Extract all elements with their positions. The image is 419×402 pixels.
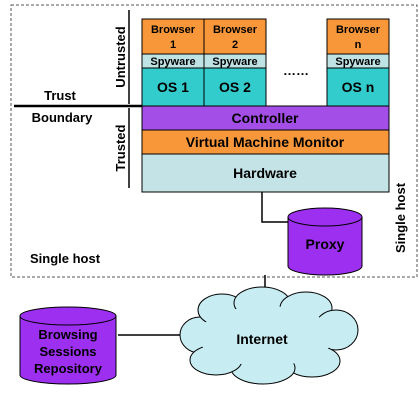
vmm-layer <box>141 129 390 155</box>
spyware-1-label: Spyware <box>150 56 195 68</box>
repository-cylinder <box>19 306 117 385</box>
spyware-2-label: Spyware <box>212 56 257 68</box>
repository-label-line1: Browsing <box>38 327 97 342</box>
internet-label: Internet <box>236 331 288 347</box>
browser-2-label-line1: Browser <box>213 24 258 36</box>
spyware-n-label: Spyware <box>335 56 380 68</box>
repository-label-line3: Repository <box>34 361 103 376</box>
boundary-label: Boundary <box>32 110 93 125</box>
single-host-boundary <box>10 4 418 278</box>
vmm-label: Virtual Machine Monitor <box>186 134 345 150</box>
os-2-box <box>203 67 267 107</box>
single-host-label-left: Single host <box>30 251 101 266</box>
os-2-label: OS 2 <box>219 79 251 95</box>
os-1-label: OS 1 <box>157 79 189 95</box>
controller-layer <box>141 105 390 131</box>
os-n-box <box>326 67 390 107</box>
single-host-label-right: Single host <box>393 182 408 253</box>
browser-n-label-line1: Browser <box>336 24 381 36</box>
browser-n-box <box>326 18 390 55</box>
internet-cloud-center <box>198 306 334 366</box>
browser-1-box <box>141 18 205 55</box>
browser-n-label-line2: n <box>355 39 362 51</box>
browser-1-label-line1: Browser <box>151 24 196 36</box>
browser-2-label-line2: 2 <box>232 39 238 51</box>
trusted-label: Trusted <box>113 124 128 171</box>
vm-ellipsis: …… <box>283 63 309 78</box>
browser-1-label-line2: 1 <box>170 39 176 51</box>
trust-label: Trust <box>44 88 76 103</box>
repository-label-line2: Sessions <box>39 344 96 359</box>
controller-label: Controller <box>232 110 299 126</box>
os-n-label: OS n <box>342 79 375 95</box>
hardware-label: Hardware <box>233 165 297 181</box>
proxy-label: Proxy <box>306 236 345 252</box>
untrusted-label: Untrusted <box>113 26 128 87</box>
proxy-cylinder <box>287 207 363 276</box>
hardware-layer <box>141 153 390 193</box>
